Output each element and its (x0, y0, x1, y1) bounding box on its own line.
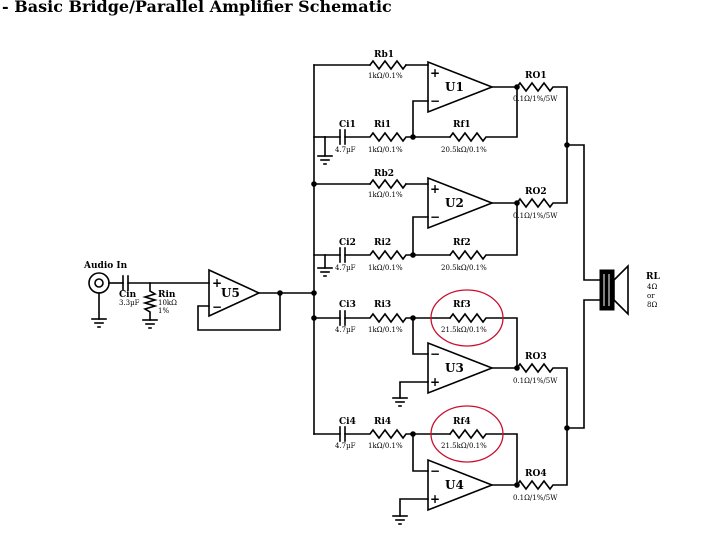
svg-text:+: + (212, 276, 222, 290)
amplifier-channel-u4: Ci4 4.7µF Ri4 1kΩ/0.1% Rf4 21.5kΩ/0.1% −… (313, 405, 568, 525)
amplifier-channel-u2: Rb2 1kΩ/0.1% + − U2 Ci2 4.7µF Ri2 1kΩ/0.… (313, 144, 568, 277)
rb1-value: 1kΩ/0.1% (368, 72, 403, 80)
ro1-label: RO1 (525, 71, 547, 81)
rf2-value: 20.5kΩ/0.1% (441, 264, 487, 272)
ro2-value: 0.1Ω/1%/5W (513, 212, 558, 220)
buffer-amplifier-u5: + − U5 (197, 268, 315, 331)
svg-text:−: − (212, 300, 222, 314)
ri1-label: Ri1 (374, 120, 391, 130)
ri4-label: Ri4 (374, 417, 391, 427)
ro3-value: 0.1Ω/1%/5W (513, 377, 558, 385)
audio-in-label: Audio In (83, 261, 128, 271)
ci3-value: 4.7µF (335, 326, 356, 334)
signal-bus (311, 64, 317, 435)
ci2-label: Ci2 (339, 238, 356, 248)
amplifier-channel-u3: Ci3 4.7µF Ri3 1kΩ/0.1% Rf3 21.5kΩ/0.1% −… (313, 289, 568, 429)
ri1-value: 1kΩ/0.1% (368, 146, 403, 154)
ri2-value: 1kΩ/0.1% (368, 264, 403, 272)
ground-icon (392, 515, 408, 525)
ground-icon (142, 319, 158, 329)
ci1-value: 4.7µF (335, 146, 356, 154)
rl-label: RL (646, 272, 660, 282)
svg-text:−: − (430, 94, 440, 108)
ground-icon (91, 318, 107, 328)
speaker-icon (599, 264, 629, 316)
rf3-label: Rf3 (453, 300, 471, 310)
ci1-label: Ci1 (339, 120, 356, 130)
amplifier-channel-u1: Rb1 1kΩ/0.1% + − U1 Ci1 4.7µF Ri1 1kΩ/0.… (313, 50, 568, 165)
ci4-value: 4.7µF (335, 442, 356, 450)
ro3-label: RO3 (525, 352, 547, 362)
rf4-value: 21.5kΩ/0.1% (441, 442, 487, 450)
u2-label: U2 (445, 196, 464, 210)
ci4-label: Ci4 (339, 417, 356, 427)
rl-value-4ohm: 4Ω (647, 283, 657, 291)
rf4-label: Rf4 (453, 417, 471, 427)
u1-label: U1 (445, 80, 464, 94)
rl-value-or: or (647, 292, 655, 300)
rf1-label: Rf1 (453, 120, 471, 130)
rb2-label: Rb2 (374, 169, 394, 179)
svg-text:+: + (430, 492, 440, 506)
rin-value: 10kΩ (158, 299, 177, 307)
ground-icon (317, 267, 333, 277)
ci2-value: 4.7µF (335, 264, 356, 272)
u5-label: U5 (221, 286, 240, 300)
highlight-circle-icon (430, 405, 504, 463)
ro1-value: 0.1Ω/1%/5W (513, 95, 558, 103)
cin-value: 3.3µF (119, 299, 140, 307)
rb2-value: 1kΩ/0.1% (368, 191, 403, 199)
ro4-value: 0.1Ω/1%/5W (513, 494, 558, 502)
svg-text:−: − (430, 347, 440, 361)
ro2-label: RO2 (525, 187, 547, 197)
ri3-label: Ri3 (374, 300, 391, 310)
ground-icon (392, 397, 408, 407)
highlight-circle-icon (430, 289, 504, 347)
svg-text:−: − (430, 464, 440, 478)
svg-text:+: + (430, 182, 440, 196)
svg-text:+: + (430, 66, 440, 80)
u3-label: U3 (445, 361, 464, 375)
ro4-label: RO4 (525, 469, 547, 479)
page-title: - Basic Bridge/Parallel Amplifier Schema… (2, 0, 392, 16)
cin-label: Cin (119, 290, 137, 300)
rf2-label: Rf2 (453, 238, 471, 248)
rin-tolerance: 1% (158, 307, 169, 315)
load-section: RL 4Ω or 8Ω (564, 142, 660, 431)
svg-text:+: + (430, 375, 440, 389)
audio-in-jack-icon (88, 272, 110, 294)
ground-icon (317, 155, 333, 165)
rl-value-8ohm: 8Ω (647, 301, 657, 309)
svg-text:−: − (430, 210, 440, 224)
ri3-value: 1kΩ/0.1% (368, 326, 403, 334)
rf3-value: 21.5kΩ/0.1% (441, 326, 487, 334)
rb1-label: Rb1 (374, 50, 394, 60)
rin-label: Rin (158, 290, 176, 300)
ri4-value: 1kΩ/0.1% (368, 442, 403, 450)
ci3-label: Ci3 (339, 300, 356, 310)
ri2-label: Ri2 (374, 238, 391, 248)
u4-label: U4 (445, 478, 464, 492)
input-section: Audio In Cin 3.3µF Rin 10kΩ 1% (83, 261, 210, 329)
rf1-value: 20.5kΩ/0.1% (441, 146, 487, 154)
